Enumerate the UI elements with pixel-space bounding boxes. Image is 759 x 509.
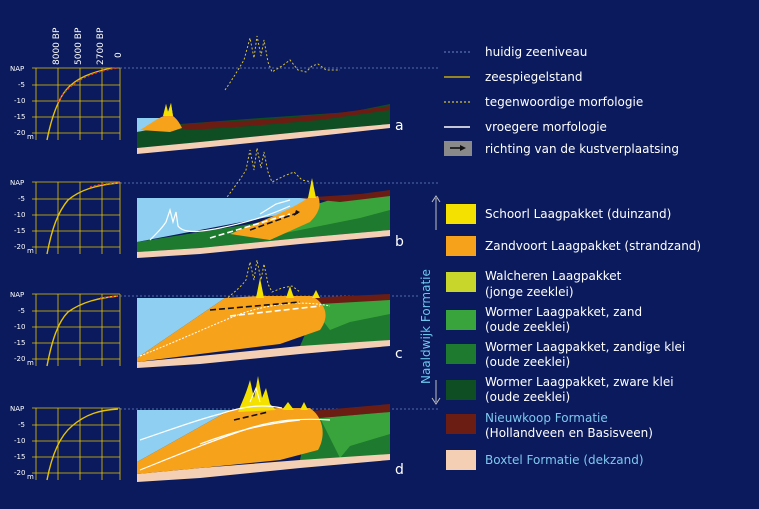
swatch-walcheren	[446, 272, 476, 292]
bp-labels: 8000 BP 5000 BP 2700 BP 0	[52, 27, 124, 65]
sea-level-curve-a-dotted	[57, 67, 119, 103]
axis-tick-d-15: -15	[14, 453, 25, 461]
panel-label-a: a	[395, 118, 404, 134]
axis-tick-b-5: -5	[18, 195, 25, 203]
axis-tick-a-15: -15	[14, 113, 25, 121]
axis-tick-a-20: -20	[14, 129, 25, 137]
panel-label-d: d	[395, 462, 404, 478]
swatch-zandvoort	[446, 236, 476, 256]
unit-sublabel-wormer-zware-klei: (oude zeeklei)	[485, 390, 570, 404]
unit-label-nieuwkoop: Nieuwkoop Formatie	[485, 411, 608, 425]
axis-nap-a: NAP	[10, 65, 24, 73]
unit-label-boxtel: Boxtel Formatie (dekzand)	[485, 453, 644, 467]
axis-tick-a-10: -10	[14, 97, 25, 105]
present-morphology-c	[224, 259, 301, 301]
present-morphology-b	[224, 147, 313, 201]
cross-section-d: d	[120, 376, 440, 482]
legend-label-present-morph: tegenwoordige morfologie	[485, 95, 643, 109]
axis-unit-a: m	[27, 133, 34, 141]
earlier-morphology-b	[149, 205, 291, 241]
axis-nap-c: NAP	[10, 291, 24, 299]
bp-label-8000: 8000 BP	[52, 27, 62, 65]
cross-section-c: c	[120, 259, 440, 368]
swatch-schoorl	[446, 204, 476, 224]
axis-tick-d-5: -5	[18, 421, 25, 429]
legend-label-sea-level: huidig zeeniveau	[485, 45, 587, 59]
panel-label-b: b	[395, 234, 404, 250]
swatch-wormer-zandige-klei	[446, 344, 476, 364]
sea-level-curve-b	[46, 182, 119, 255]
swatch-wormer-zware-klei	[446, 380, 476, 400]
axis-tick-b-10: -10	[14, 211, 25, 219]
sea-level-grid-b: NAP -5 -10 -15 -20 m	[10, 179, 121, 255]
panel-label-c: c	[395, 346, 403, 362]
legend-label-sea-curve: zeespiegelstand	[485, 70, 583, 84]
axis-tick-a-5: -5	[18, 81, 25, 89]
cross-section-a: a	[120, 35, 440, 154]
unit-label-zandvoort: Zandvoort Laagpakket (strandzand)	[485, 239, 701, 253]
sea-level-grid-a: NAP -5 -10 -15 -20 m	[10, 65, 121, 141]
axis-tick-c-20: -20	[14, 355, 25, 363]
legend-label-arrow: richting van de kustverplaatsing	[485, 142, 679, 156]
unit-legend: Schoorl Laagpakket (duinzand) Zandvoort …	[446, 204, 701, 470]
sea-level-curve-d	[46, 408, 119, 481]
axis-tick-c-10: -10	[14, 323, 25, 331]
axis-nap-d: NAP	[10, 405, 24, 413]
unit-label-wormer-zware-klei: Wormer Laagpakket, zware klei	[485, 375, 674, 389]
bp-label-2700: 2700 BP	[96, 27, 106, 65]
unit-sublabel-wormer-zandige-klei: (oude zeeklei)	[485, 355, 570, 369]
legend-label-earlier-morph: vroegere morfologie	[485, 120, 607, 134]
formation-bracket: Naaldwijk Formatie	[419, 195, 441, 405]
axis-unit-b: m	[27, 247, 34, 255]
unit-sublabel-nieuwkoop: (Hollandveen en Basisveen)	[485, 426, 653, 440]
axis-tick-b-15: -15	[14, 227, 25, 235]
axis-tick-b-20: -20	[14, 243, 25, 251]
line-legend: huidig zeeniveau zeespiegelstand tegenwo…	[444, 45, 679, 156]
axis-tick-c-15: -15	[14, 339, 25, 347]
unit-label-schoorl: Schoorl Laagpakket (duinzand)	[485, 207, 671, 221]
cross-section-b: b	[120, 147, 440, 258]
axis-nap-b: NAP	[10, 179, 24, 187]
sea-level-curve-a	[46, 67, 113, 141]
unit-sublabel-walcheren: (jonge zeeklei)	[485, 285, 574, 299]
earlier-morphology-d2	[139, 418, 331, 471]
sea-level-grid-d: NAP -5 -10 -15 -20 m	[10, 405, 121, 481]
swatch-boxtel	[446, 450, 476, 470]
earlier-morphology-d1	[139, 405, 283, 441]
present-morphology-a	[224, 35, 340, 91]
bp-label-5000: 5000 BP	[74, 27, 84, 65]
sea-level-grid-c: NAP -5 -10 -15 -20 m	[10, 291, 121, 367]
sea-level-curve-c-dotted	[99, 295, 121, 299]
unit-label-wormer-zand: Wormer Laagpakket, zand	[485, 305, 642, 319]
axis-tick-d-20: -20	[14, 469, 25, 477]
unit-label-wormer-zandige-klei: Wormer Laagpakket, zandige klei	[485, 340, 685, 354]
swatch-wormer-zand	[446, 310, 476, 330]
swatch-nieuwkoop	[446, 414, 476, 434]
bp-label-0: 0	[114, 52, 124, 58]
unit-sublabel-wormer-zand: (oude zeeklei)	[485, 320, 570, 334]
axis-unit-d: m	[27, 473, 34, 481]
unit-label-walcheren: Walcheren Laagpakket	[485, 269, 622, 283]
formation-group-label: Naaldwijk Formatie	[419, 269, 433, 384]
axis-tick-c-5: -5	[18, 307, 25, 315]
axis-unit-c: m	[27, 359, 34, 367]
axis-tick-d-10: -10	[14, 437, 25, 445]
